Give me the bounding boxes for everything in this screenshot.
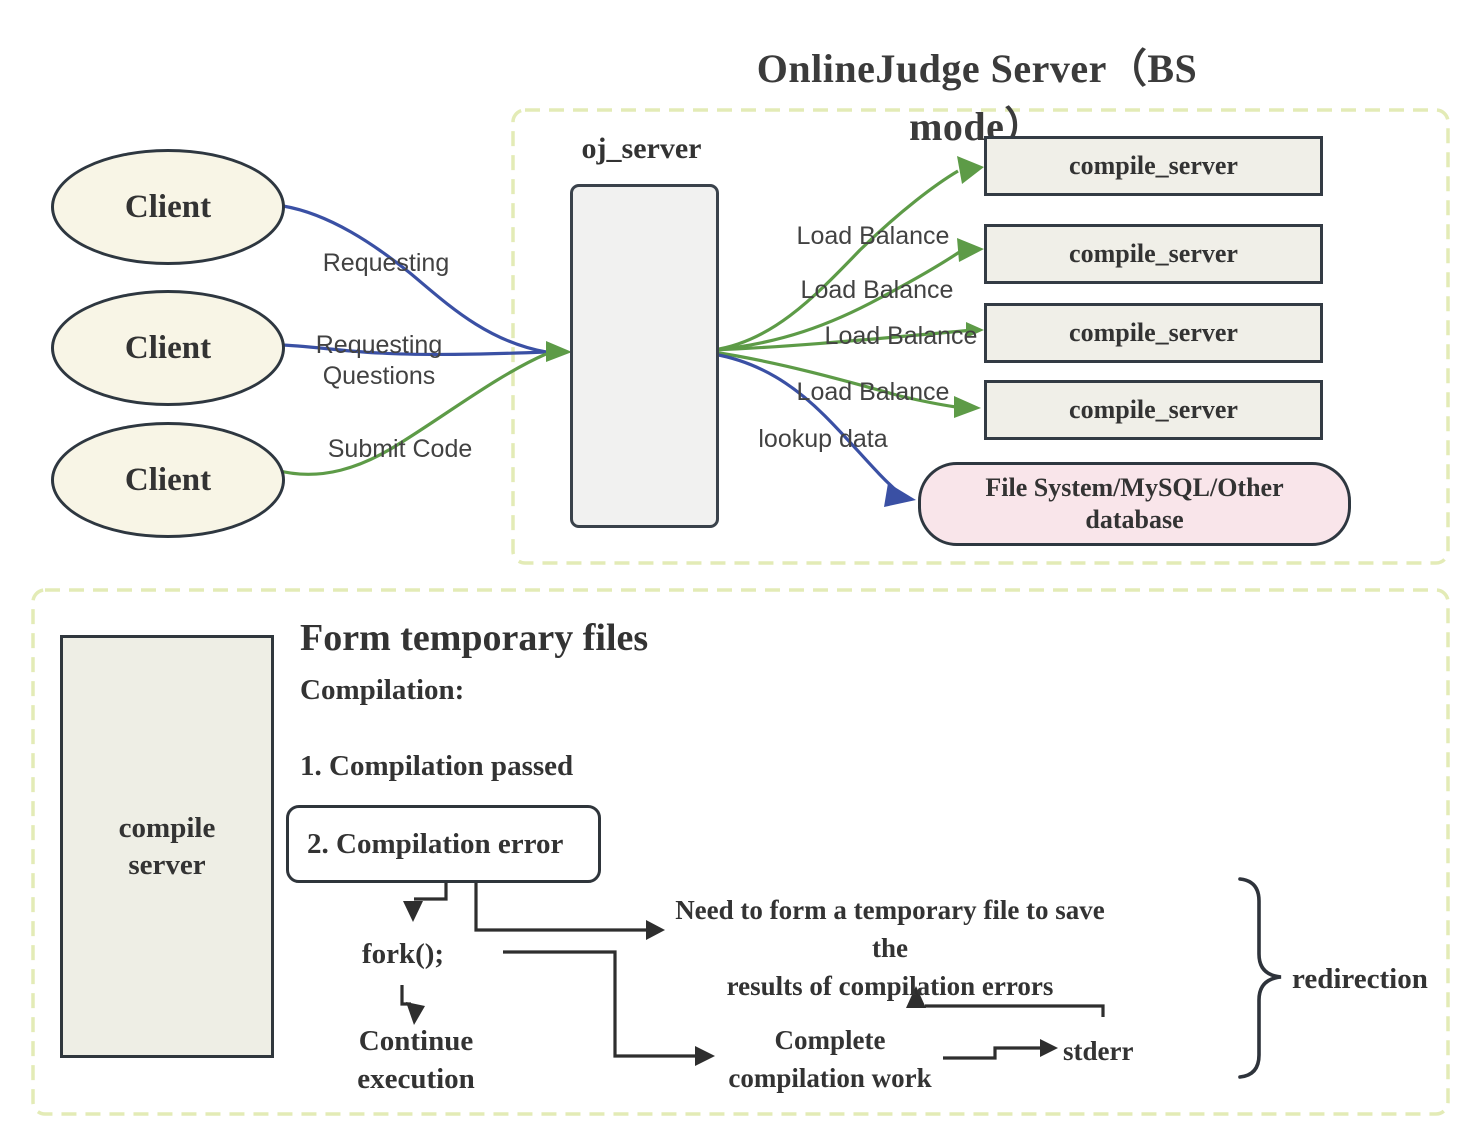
compile-server-label: compile_server bbox=[1069, 318, 1238, 347]
arrowhead-compile-3 bbox=[966, 322, 984, 338]
arrowhead-to-stderr bbox=[1040, 1039, 1058, 1057]
edge-requesting bbox=[281, 204, 547, 357]
compile-server-big-label-line1: compile bbox=[118, 812, 216, 845]
database-node: File System/MySQL/Other database bbox=[918, 462, 1351, 546]
compile-server-big-label-line2: server bbox=[128, 848, 206, 881]
fork-text: fork(); bbox=[361, 938, 445, 970]
oj-server-node bbox=[570, 184, 719, 528]
diagram-title: OnlineJudge Server（BS mode） bbox=[756, 46, 1198, 149]
compilation-subheading: Compilation: bbox=[300, 674, 465, 706]
arrowhead-down-left bbox=[403, 901, 423, 922]
client-label: Client bbox=[124, 188, 212, 225]
edge-lookup-data bbox=[712, 352, 900, 494]
need-temp-file-text: Need to form a temporary file to save th… bbox=[660, 892, 1120, 1005]
compile-server-node-1: compile_server bbox=[984, 136, 1323, 196]
edge-label-requesting: Requesting bbox=[322, 249, 450, 277]
top-group-dashed-frame bbox=[511, 108, 1450, 565]
stderr-text: stderr bbox=[1063, 1036, 1134, 1066]
database-label-line1: File System/MySQL/Other bbox=[985, 472, 1284, 502]
client-node-3: Client bbox=[51, 422, 285, 538]
flow-connectors bbox=[400, 883, 1105, 1060]
complete-compilation-text: Complete compilation work bbox=[720, 1022, 940, 1098]
edge-label-line: Questions bbox=[322, 362, 436, 391]
complete-line1: Complete bbox=[774, 1025, 886, 1055]
compile-server-label: compile_server bbox=[1069, 239, 1238, 268]
client-node-1: Client bbox=[51, 149, 285, 265]
compilation-error-node: 2. Compilation error bbox=[286, 805, 601, 883]
client-label: Client bbox=[124, 461, 212, 498]
compile-server-node-4: compile_server bbox=[984, 380, 1323, 440]
edge-label-lookup-data: lookup data bbox=[758, 425, 888, 453]
edge-label-line: Requesting bbox=[315, 331, 443, 359]
compile-server-node-2: compile_server bbox=[984, 224, 1323, 284]
edge-label-load-balance-3: Load Balance bbox=[824, 322, 978, 350]
compilation-passed-text: 1. Compilation passed bbox=[300, 750, 574, 782]
arrowhead-compile-1 bbox=[957, 156, 984, 184]
arrowhead-compile-4 bbox=[954, 396, 981, 418]
client-node-2: Client bbox=[51, 290, 285, 406]
section-heading: Form temporary files bbox=[300, 617, 649, 659]
redirection-text: redirection bbox=[1292, 963, 1428, 995]
arrowhead-database bbox=[884, 483, 916, 507]
database-label-line2: database bbox=[1085, 505, 1184, 534]
compile-server-node-3: compile_server bbox=[984, 303, 1323, 363]
edge-label-load-balance-4: Load Balance bbox=[796, 378, 950, 406]
edge-submit-code bbox=[275, 352, 547, 476]
continue-line1: Continue bbox=[358, 1025, 474, 1057]
complete-line2: compilation work bbox=[728, 1062, 932, 1093]
compile-server-big-node: compile server bbox=[60, 635, 274, 1058]
continue-execution-text: Continue execution bbox=[341, 1022, 491, 1099]
arrowhead-to-need bbox=[646, 920, 665, 940]
edge-label-requesting-questions: Requesting Questions bbox=[316, 330, 442, 393]
arrowhead-to-complete bbox=[695, 1046, 715, 1066]
edge-load-balance-fan bbox=[712, 169, 975, 409]
oj-server-label: oj_server bbox=[581, 132, 702, 165]
need-line1: Need to form a temporary file to save th… bbox=[675, 895, 1105, 963]
bottom-group-dashed-frame bbox=[31, 588, 1450, 1116]
need-line2: results of compilation errors bbox=[726, 970, 1054, 1001]
compile-server-label: compile_server bbox=[1069, 395, 1238, 424]
arrowhead-up-to-need bbox=[906, 986, 926, 1008]
redirection-brace bbox=[1238, 877, 1282, 1079]
edge-label-load-balance-1: Load Balance bbox=[796, 222, 950, 250]
compilation-error-label: 2. Compilation error bbox=[307, 827, 564, 860]
continue-line2: execution bbox=[357, 1063, 475, 1096]
arrowhead-continue bbox=[406, 1002, 425, 1025]
compile-server-label: compile_server bbox=[1069, 151, 1238, 180]
edge-label-load-balance-2: Load Balance bbox=[800, 276, 954, 304]
arrowhead-compile-2 bbox=[957, 238, 984, 262]
client-label: Client bbox=[124, 329, 212, 366]
arrowhead-into-oj-server bbox=[546, 341, 572, 362]
edge-label-submit-code: Submit Code bbox=[327, 435, 473, 463]
